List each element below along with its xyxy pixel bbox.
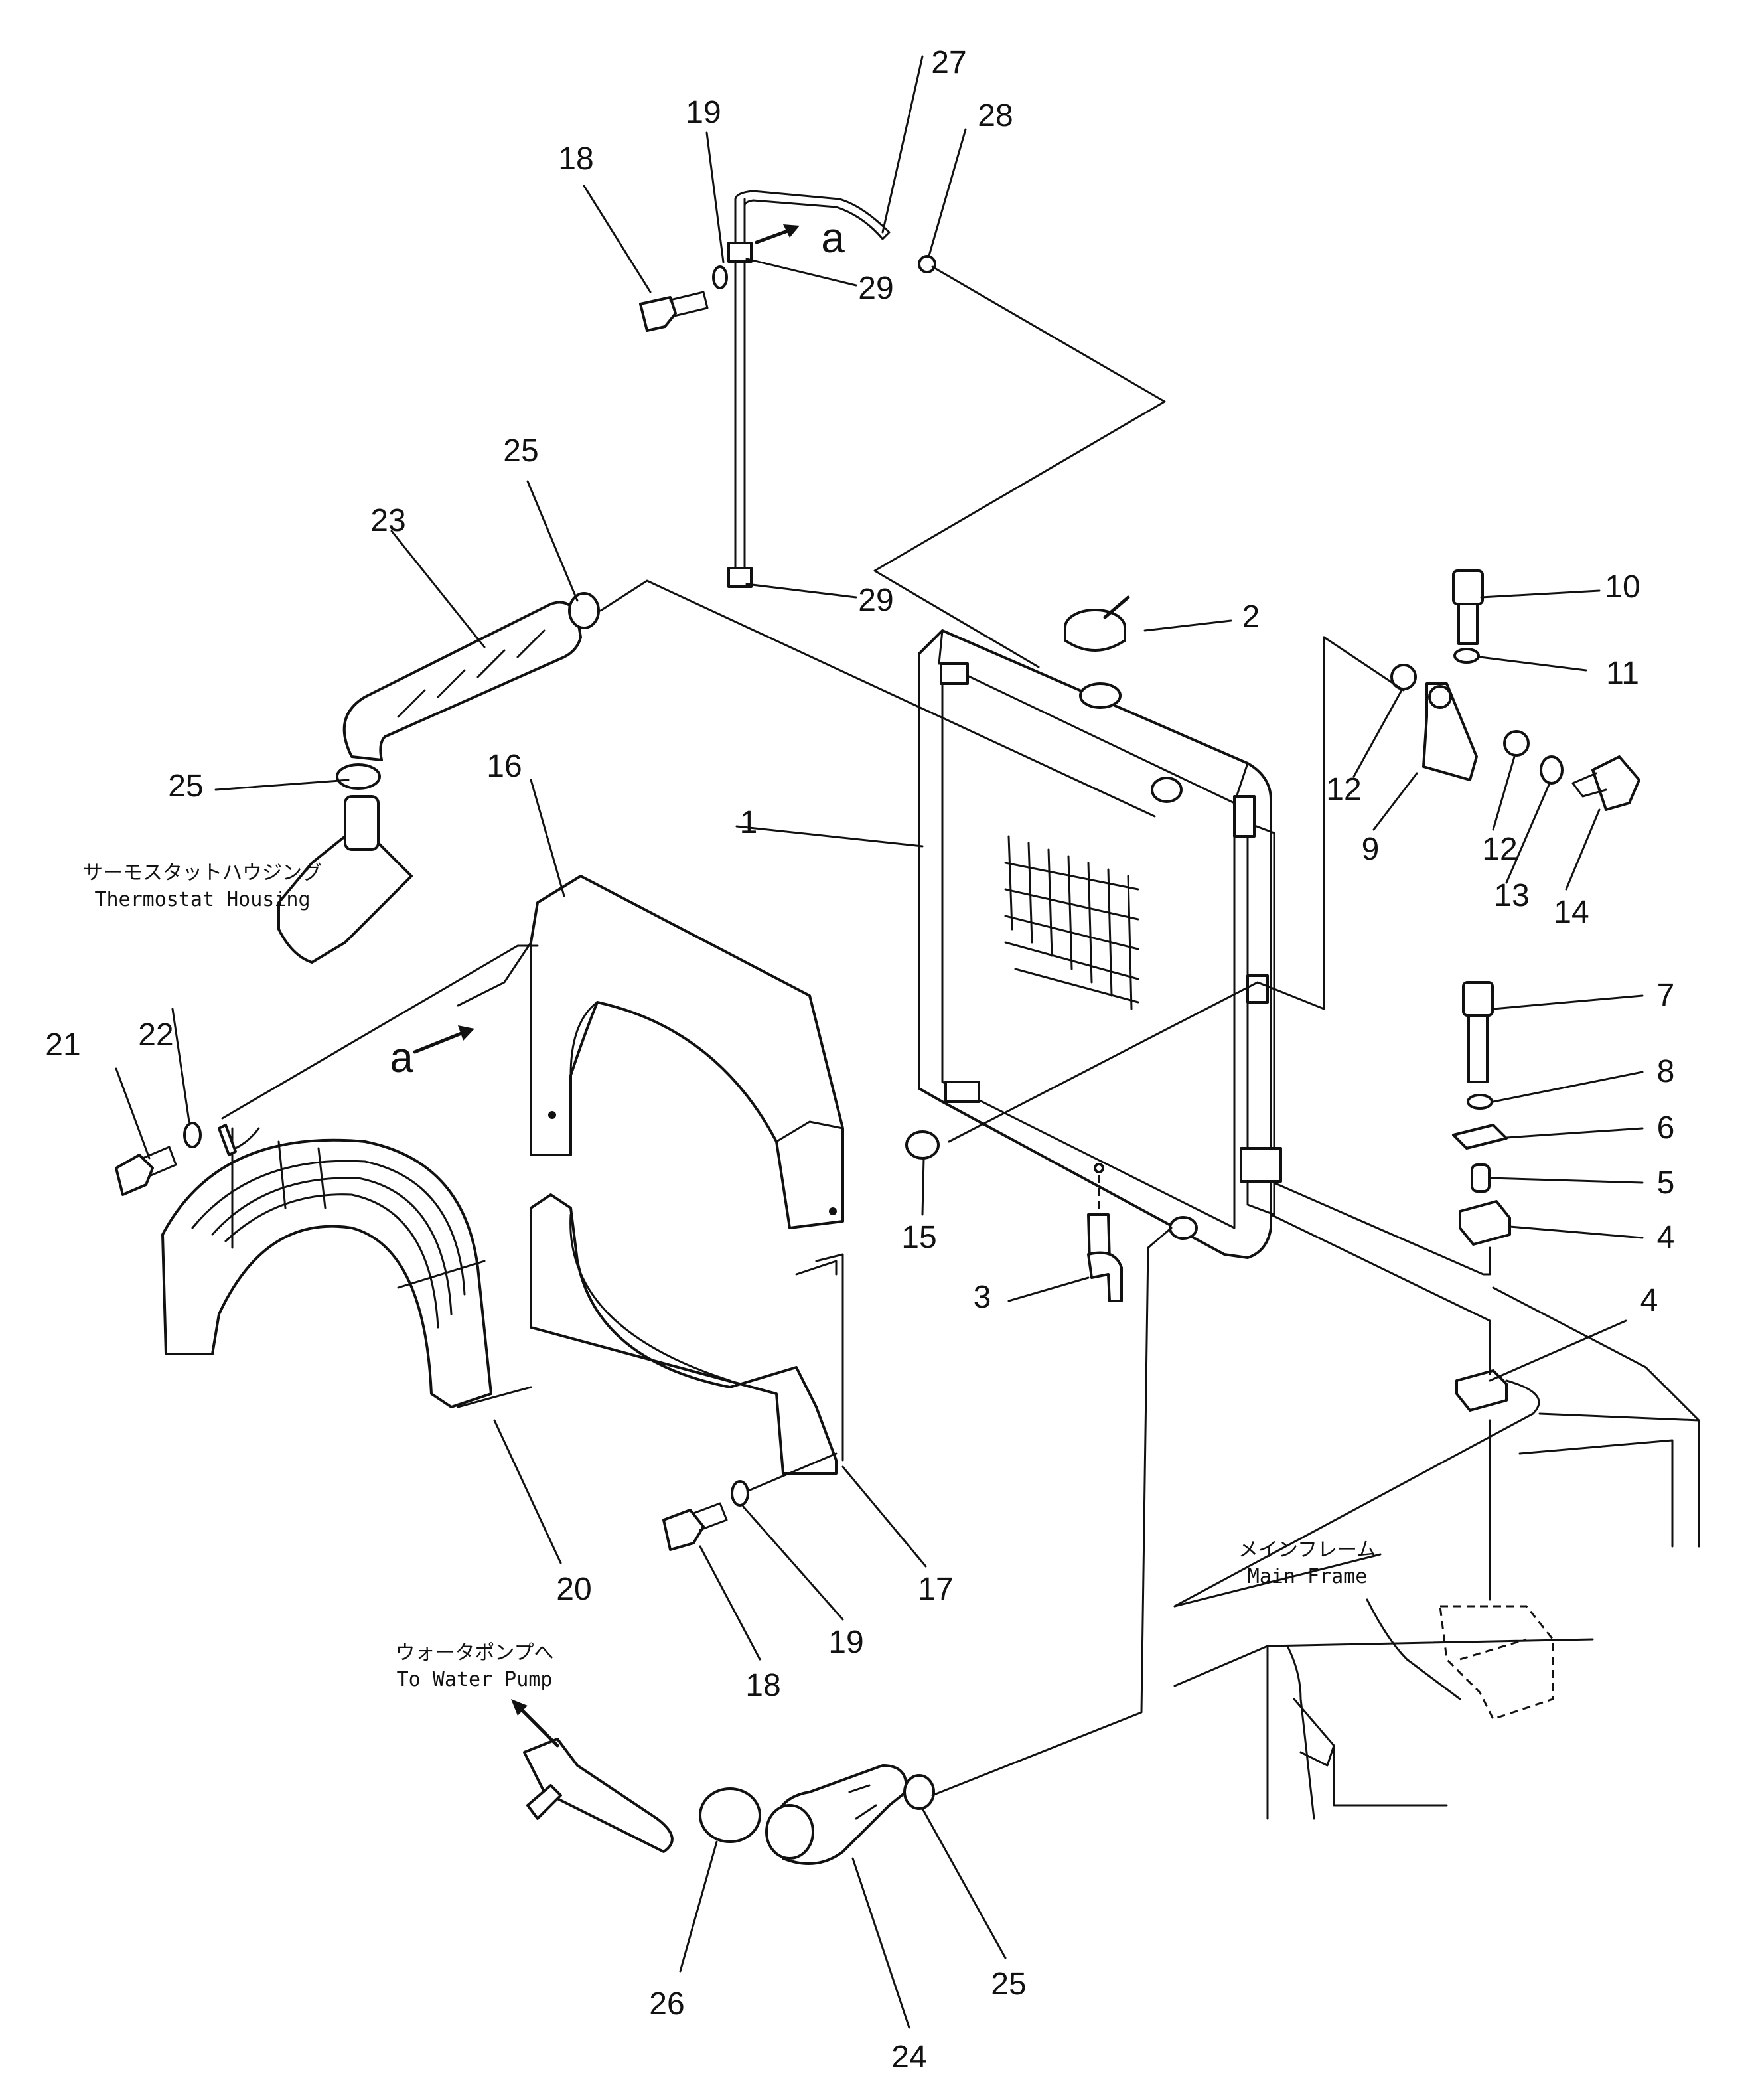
callout-3: 3	[974, 1280, 991, 1315]
water-pump-label-en: To Water Pump	[397, 1668, 553, 1691]
callout-22: 22	[138, 1017, 173, 1053]
callout-18-top: 18	[558, 141, 593, 177]
water-pump-pipe	[523, 1738, 674, 1853]
fan-guard	[161, 1127, 532, 1408]
callout-26: 26	[649, 1987, 684, 2022]
bolt-18-top	[639, 291, 709, 332]
callout-29-top: 29	[858, 271, 893, 306]
bolt-7	[1462, 981, 1494, 1083]
callout-5: 5	[1657, 1165, 1675, 1201]
bolt-14	[1571, 755, 1640, 811]
water-pump-label-jp: ウォータポンプへ	[395, 1641, 553, 1665]
callout-17: 17	[918, 1572, 953, 1607]
callout-12-right: 12	[1482, 832, 1517, 867]
callout-2: 2	[1242, 599, 1260, 635]
callout-14: 14	[1554, 895, 1589, 930]
washer-19-lower	[731, 1480, 749, 1507]
washer-13	[1540, 755, 1564, 785]
radiator	[918, 629, 1282, 1259]
callout-27: 27	[931, 45, 966, 80]
callout-25-upper: 25	[503, 433, 538, 469]
thermostat-label-jp: サーモスタットハウジング	[83, 862, 322, 885]
callout-25-lower: 25	[991, 1967, 1026, 2002]
callout-25-mid: 25	[168, 769, 203, 804]
callout-10: 10	[1605, 569, 1640, 605]
clip-28	[918, 255, 936, 273]
spacer-5	[1471, 1163, 1491, 1193]
callout-4-upper: 4	[1657, 1220, 1675, 1255]
bolt-10	[1452, 569, 1484, 645]
plate-6	[1452, 1124, 1508, 1150]
thermostat-label-en: Thermostat Housing	[94, 888, 310, 911]
callout-28: 28	[978, 98, 1013, 133]
callout-15: 15	[901, 1220, 936, 1255]
callout-20: 20	[556, 1572, 591, 1607]
radiator-cap	[1064, 595, 1130, 652]
lower-hose	[765, 1764, 908, 1865]
callout-12-left: 12	[1326, 772, 1361, 807]
mark-a-left: a	[390, 1033, 413, 1081]
callout-19-top: 19	[686, 95, 721, 130]
cushion-4-lower	[1455, 1369, 1508, 1412]
washer-8	[1467, 1094, 1493, 1110]
fan-shroud-upper	[530, 875, 844, 1229]
mark-a-top: a	[821, 214, 845, 262]
callout-9: 9	[1362, 832, 1380, 867]
callout-13: 13	[1494, 878, 1529, 913]
overflow-pipe	[727, 190, 891, 588]
main-frame-label-jp: メインフレーム	[1238, 1538, 1376, 1562]
bushing-15	[905, 1130, 940, 1160]
bracket-9	[1422, 682, 1478, 781]
callout-6: 6	[1657, 1110, 1675, 1146]
bolt-21	[115, 1146, 177, 1196]
bushing-12-right	[1503, 730, 1530, 757]
washer-22	[183, 1122, 202, 1148]
upper-hose	[342, 601, 582, 761]
fan-shroud-lower	[530, 1193, 844, 1475]
callout-24: 24	[891, 2040, 926, 2075]
text-labels: サーモスタットハウジング Thermostat Housing メインフレーム …	[83, 862, 1376, 1691]
guard-pin	[218, 1124, 237, 1156]
clamp-25-mid	[336, 763, 381, 790]
clamp-25-upper	[568, 592, 600, 629]
arrow-a-left	[413, 1030, 467, 1054]
callout-21: 21	[45, 1027, 80, 1063]
callout-11: 11	[1606, 656, 1639, 691]
thermostat-housing	[277, 795, 413, 964]
clamp-25-lower	[903, 1774, 935, 1810]
main-frame-label-en: Main Frame	[1248, 1565, 1368, 1588]
arrow-to-pump	[516, 1704, 559, 1748]
callout-23: 23	[370, 503, 405, 538]
clamp-26	[699, 1787, 761, 1843]
callout-4-lower: 4	[1640, 1283, 1658, 1318]
leader-lines	[115, 55, 1644, 2029]
callout-7: 7	[1657, 978, 1675, 1013]
cushion-4-upper	[1459, 1200, 1511, 1246]
washer-11	[1453, 648, 1480, 664]
washer-19-top	[712, 265, 728, 289]
callout-1: 1	[740, 805, 758, 840]
callout-19-lower: 19	[828, 1625, 863, 1660]
bolt-18-lower	[662, 1502, 728, 1551]
callout-16: 16	[486, 749, 522, 784]
bushing-12-left	[1390, 664, 1417, 690]
callout-18-lower: 18	[745, 1668, 780, 1703]
callout-29-bottom: 29	[858, 583, 893, 618]
drain-cock	[1087, 1163, 1123, 1302]
callout-8: 8	[1657, 1054, 1675, 1089]
callout-numbers: 27 28 19 18 29 a 29 25 23 25 16 1 2 10 1…	[45, 45, 1674, 2075]
main-frame	[1173, 1286, 1700, 1820]
